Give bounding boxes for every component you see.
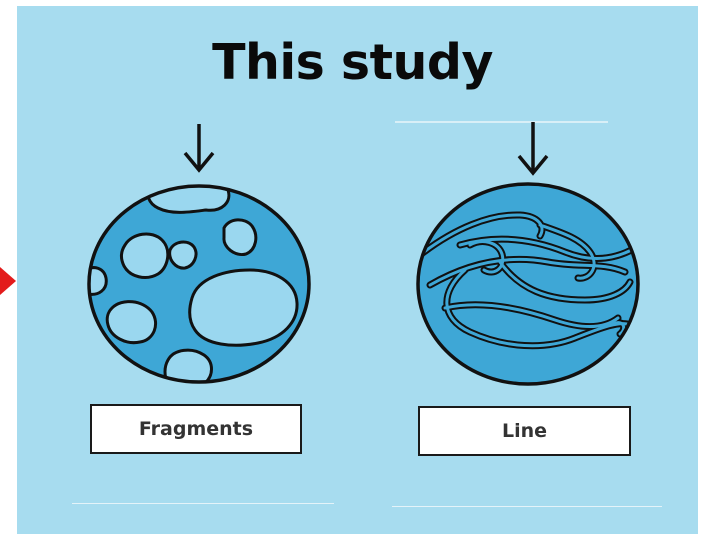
line-label-box: Line	[418, 406, 631, 456]
faint-underline	[392, 506, 662, 507]
fibers-circle-icon	[418, 184, 640, 384]
down-arrow-icon	[519, 122, 547, 173]
fragments-circle-icon	[86, 184, 309, 384]
down-arrow-icon	[185, 124, 213, 170]
line-label: Line	[502, 420, 547, 442]
fragments-label-box: Fragments	[90, 404, 302, 454]
faint-underline	[72, 503, 334, 504]
fragments-label: Fragments	[139, 418, 253, 440]
